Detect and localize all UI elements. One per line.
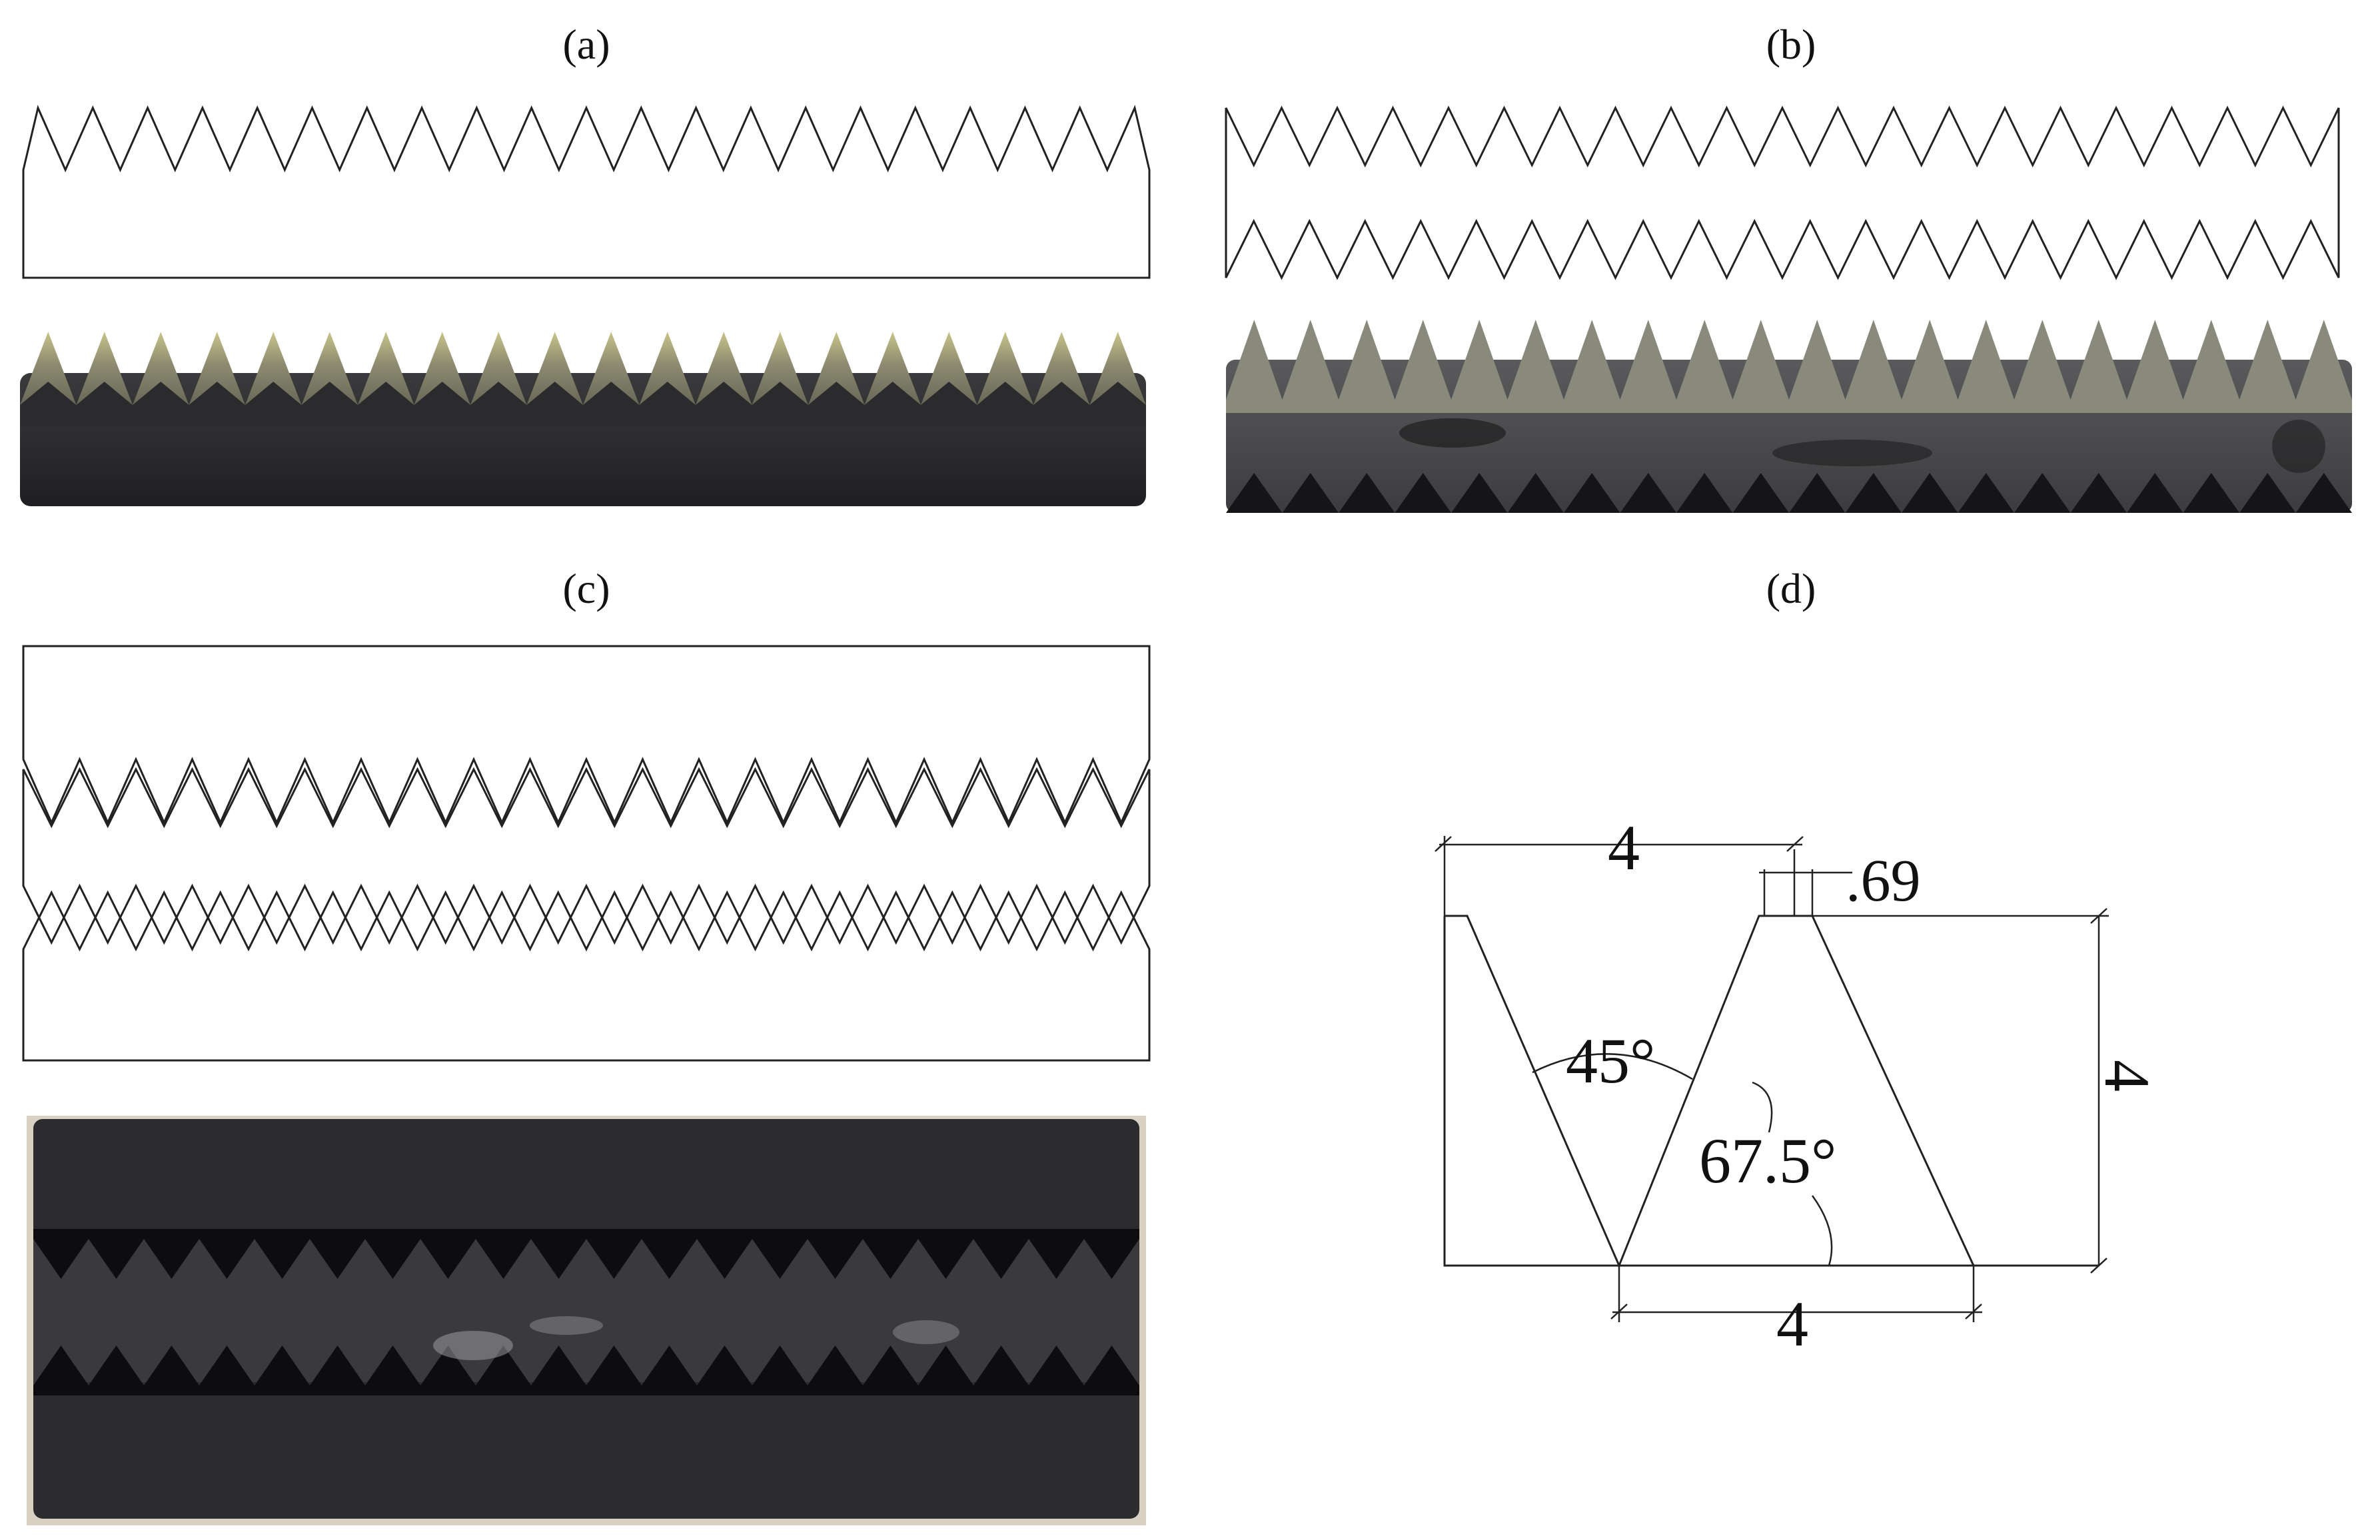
panel-label-d: (d) (1766, 565, 1816, 612)
d-dim-bottom-width-line (1610, 1266, 1982, 1322)
panel-d-geometry: 4 .69 4 4 45° 67.5° (1435, 812, 2163, 1359)
panel-c-schematic (22, 645, 1151, 1062)
b-photo-residue-2 (1772, 440, 1932, 466)
b-plate-outline (1225, 105, 2340, 280)
panel-label-a: (a) (562, 21, 610, 68)
panel-a-schematic (22, 105, 1151, 279)
panel-b-schematic (1225, 105, 2340, 280)
c-photo-seam-top (33, 1229, 1139, 1279)
d-angle-45: 45° (1566, 1025, 1655, 1096)
panel-label-b: (b) (1766, 21, 1816, 68)
c-photo-residue-3 (893, 1320, 959, 1344)
d-dim-top-width-line (1435, 836, 1804, 916)
d-dim-top-width: 4 (1608, 812, 1640, 883)
d-tooth-profile (1445, 915, 1975, 1268)
a-plate-outline (22, 105, 1151, 279)
c-photo-residue-2 (530, 1316, 603, 1335)
c-photo-middle-plate (33, 1236, 1139, 1389)
c-upper-plate (22, 645, 1151, 825)
d-dim-bottom-width: 4 (1776, 1288, 1808, 1359)
panel-b-photo (1226, 320, 2352, 513)
c-lower-plate (22, 890, 1151, 1062)
panel-a-photo (20, 332, 1146, 506)
b-photo-residue-3 (2272, 420, 2325, 473)
panel-c-photo (27, 1116, 1146, 1525)
c-middle-plate (22, 767, 1151, 945)
d-dim-height-line (2090, 908, 2107, 1274)
a-photo-teeth-shadow (20, 382, 1146, 426)
d-dim-tip-width: .69 (1846, 848, 1921, 914)
c-photo-seam-bottom (33, 1346, 1139, 1395)
d-tip-box (1759, 849, 1852, 916)
a-photo-body (20, 373, 1146, 506)
c-photo-upper-plate (33, 1119, 1139, 1246)
d-base-outline (1443, 916, 2099, 1267)
c-photo-residue-1 (433, 1331, 513, 1360)
b-photo-body (1226, 360, 2352, 513)
c-photo-lower-plate (33, 1382, 1139, 1519)
d-angle-arc-67 (1752, 1081, 1833, 1266)
d-angle-arc-45 (1532, 1053, 1693, 1080)
b-photo-residue-1 (1399, 418, 1506, 448)
b-photo-teeth-top (1226, 320, 2352, 413)
d-angle-67: 67.5° (1699, 1125, 1836, 1196)
panel-label-c: (c) (562, 565, 610, 612)
d-dim-height: 4 (2091, 1060, 2163, 1092)
